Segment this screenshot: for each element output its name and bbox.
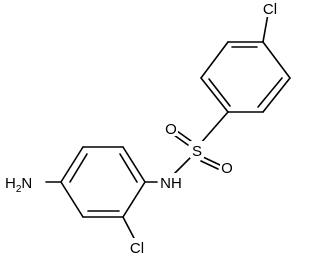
bond-ring-b-1 — [122, 146, 146, 183]
atom-bg-oxygen-left — [164, 119, 178, 136]
bond-ring-a-5 — [262, 77, 291, 113]
bond-s-o-left-2 — [176, 130, 192, 142]
atom-bg-oxygen-right — [220, 158, 234, 175]
bond-ring-b-6 — [122, 181, 146, 218]
bond-c-cl-top — [262, 13, 269, 43]
bond-ring-a-3-inner — [208, 78, 231, 107]
atom-bg-sulfur — [190, 141, 204, 158]
atom-nh: NH — [160, 175, 182, 192]
atom-amine-h: H — [5, 175, 16, 192]
bond-c-cl-bottom — [122, 216, 136, 241]
bond-s-o-left-1 — [173, 134, 189, 146]
bond-ring-a-3 — [200, 77, 229, 113]
bond-ring-a-5-inner — [257, 77, 283, 108]
bond-ring-b-4 — [60, 181, 84, 218]
bond-ring-a-6 — [262, 41, 291, 79]
atom-amine: H2N — [5, 175, 32, 195]
bond-s-o-right-2 — [200, 160, 219, 170]
bond-ring-b-1-inner — [119, 153, 138, 183]
bond-ring-b-3-inner — [69, 153, 88, 183]
bond-ring-a-2 — [200, 41, 229, 79]
atom-bg-amine — [3, 173, 45, 190]
atom-oxygen-right: O — [221, 160, 233, 177]
atom-cl-top: Cl — [263, 1, 277, 18]
chemical-structure: Cl S O O NH Cl H2N — [3, 0, 291, 257]
bond-c-s — [199, 111, 229, 145]
atom-amine-subscript: 2 — [16, 184, 22, 195]
atom-sulfur: S — [192, 143, 202, 160]
atom-cl-bottom: Cl — [130, 240, 144, 257]
atom-oxygen-left: O — [165, 121, 177, 138]
bond-ring-b-3 — [60, 146, 84, 183]
bond-s-o-right-1 — [202, 156, 221, 166]
bonds — [45, 13, 291, 241]
atom-amine-n: N — [21, 175, 32, 192]
atom-bg-cl-bottom — [126, 238, 148, 255]
atom-bg-nh — [158, 173, 184, 190]
atom-labels: Cl S O O NH Cl H2N — [3, 0, 281, 257]
atom-bg-cl-top — [259, 0, 281, 17]
